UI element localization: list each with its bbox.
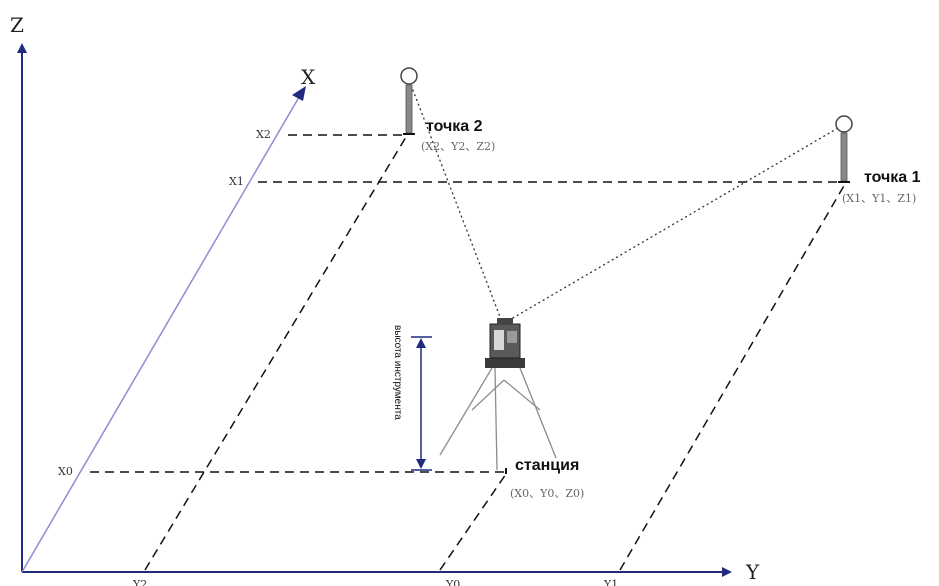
prism-icon: [400, 67, 418, 85]
sight-line-point1: [505, 127, 839, 323]
tripod-icon: [439, 367, 557, 471]
z-axis-label: Z: [10, 13, 24, 37]
tick-y0: Y0: [445, 578, 460, 586]
point1-prism-pole: [835, 115, 853, 183]
tick-y2: Y2: [132, 578, 147, 586]
station-label: станция: [515, 457, 579, 474]
point2-prism-pole: [400, 67, 418, 135]
point1-label: точка 1: [864, 169, 921, 186]
y1-parallel-line: [619, 183, 846, 571]
point2-coords: (X2、Y2、Z2): [421, 140, 495, 153]
instrument-height-indicator: [411, 336, 432, 471]
tick-x2: X2: [256, 128, 271, 141]
instrument-height-label: высота инструмента: [392, 325, 403, 420]
sight-lines: [410, 84, 839, 323]
y-axis-label: Y: [745, 560, 760, 584]
dashed-guides: [90, 134, 846, 571]
sight-line-point2: [410, 84, 503, 323]
total-station: [439, 318, 557, 474]
tick-x0: X0: [58, 465, 73, 478]
y0-parallel-line: [439, 473, 507, 571]
point1-coords: (X1、Y1、Z1): [842, 192, 916, 205]
station-coords: (X0、Y0、Z0): [510, 487, 584, 500]
x-axis-label: X: [301, 65, 316, 89]
tick-x1: X1: [229, 175, 244, 188]
y2-parallel-line: [144, 136, 407, 571]
x-axis-arrowhead: [292, 86, 306, 101]
tick-y1: Y1: [603, 578, 618, 586]
point2-label: точка 2: [426, 118, 483, 135]
prism-icon: [835, 115, 853, 133]
x-axis: [21, 91, 303, 573]
